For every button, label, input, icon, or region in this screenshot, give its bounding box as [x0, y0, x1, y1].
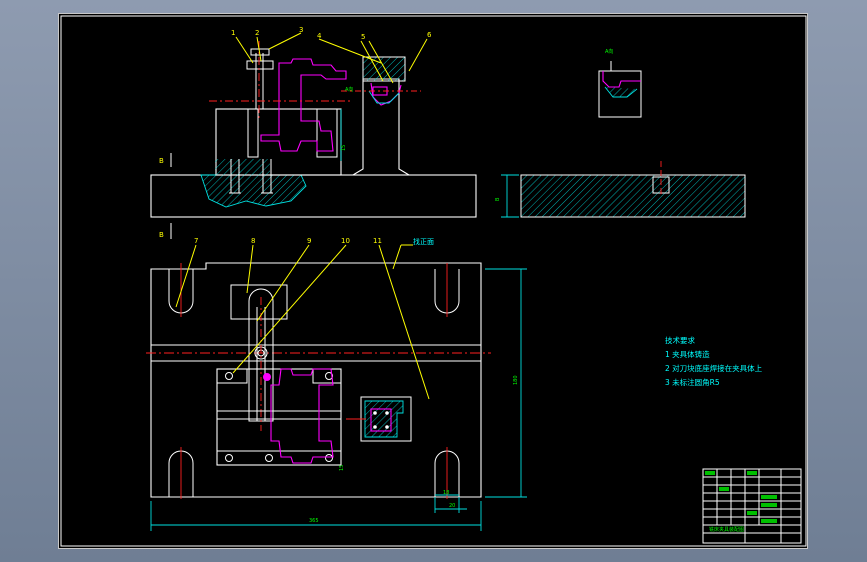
detail-a-label: A向 [605, 48, 613, 55]
tool-setting-block [362, 56, 406, 82]
dim-slot-small: 18 [443, 490, 449, 496]
inner-border [60, 15, 807, 547]
section-mark-top: B [159, 157, 164, 165]
dim-total-width: 365 [309, 518, 319, 524]
title-block-title: 铣床夹具装配图 [709, 526, 744, 533]
dim-total-height: 180 [513, 375, 519, 385]
lever-arm [248, 288, 274, 422]
part-label-7: 7 [194, 237, 198, 245]
part-label-4: 4 [317, 32, 322, 40]
detail-a-view: A向 [598, 48, 642, 118]
base-hatch [201, 175, 306, 207]
clamp-plate [230, 284, 288, 320]
plan-body [150, 262, 482, 498]
plan-view: 15 7 8 9 10 11 找正面 365 180 [146, 237, 527, 531]
tech-req-title: 技术要求 [665, 335, 695, 345]
base-plate [150, 174, 477, 218]
drawing-sheet: 15 B B 1 2 3 4 5 6 A向 A向 [58, 13, 808, 549]
dim-slot-large: 20 [449, 503, 455, 509]
title-block: 铣床夹具装配图 [702, 468, 802, 544]
part-label-2: 2 [255, 29, 259, 37]
workpiece-front [260, 58, 347, 152]
technical-requirements: 技术要求 1 夹具体铸造 2 对刀块底座焊接在夹具体上 3 未标注圆角R5 [665, 335, 763, 387]
side-view: B [495, 161, 746, 218]
tech-req-item-2: 2 对刀块底座焊接在夹具体上 [665, 363, 763, 373]
view-arrow-label: A向 [345, 86, 353, 93]
side-base [520, 174, 746, 218]
part-label-1: 1 [231, 29, 235, 37]
assembly-drawing: 15 B B 1 2 3 4 5 6 A向 A向 [60, 15, 807, 547]
part-label-11: 11 [373, 237, 382, 245]
side-label: B [495, 197, 501, 201]
tool-block-plan [370, 408, 392, 432]
section-mark-bottom: B [159, 231, 164, 239]
part-label-8: 8 [251, 237, 255, 245]
part-label-6: 6 [427, 31, 432, 39]
tech-req-item-1: 1 夹具体铸造 [665, 349, 710, 359]
tool-setting-stand [351, 78, 411, 176]
nut [246, 60, 274, 70]
front-view: 15 B B 1 2 3 4 5 6 A向 [150, 26, 477, 239]
tech-req-item-3: 3 未标注圆角R5 [665, 377, 720, 387]
part-label-3: 3 [299, 26, 303, 34]
dim-height-small: 15 [341, 145, 347, 151]
dim-plan-small: 15 [339, 465, 345, 471]
part-label-10: 10 [341, 237, 350, 245]
annotation-alignment-face: 找正面 [413, 237, 434, 246]
part-label-9: 9 [307, 237, 311, 245]
part-label-5: 5 [361, 33, 365, 41]
workpiece-plan [270, 368, 334, 464]
